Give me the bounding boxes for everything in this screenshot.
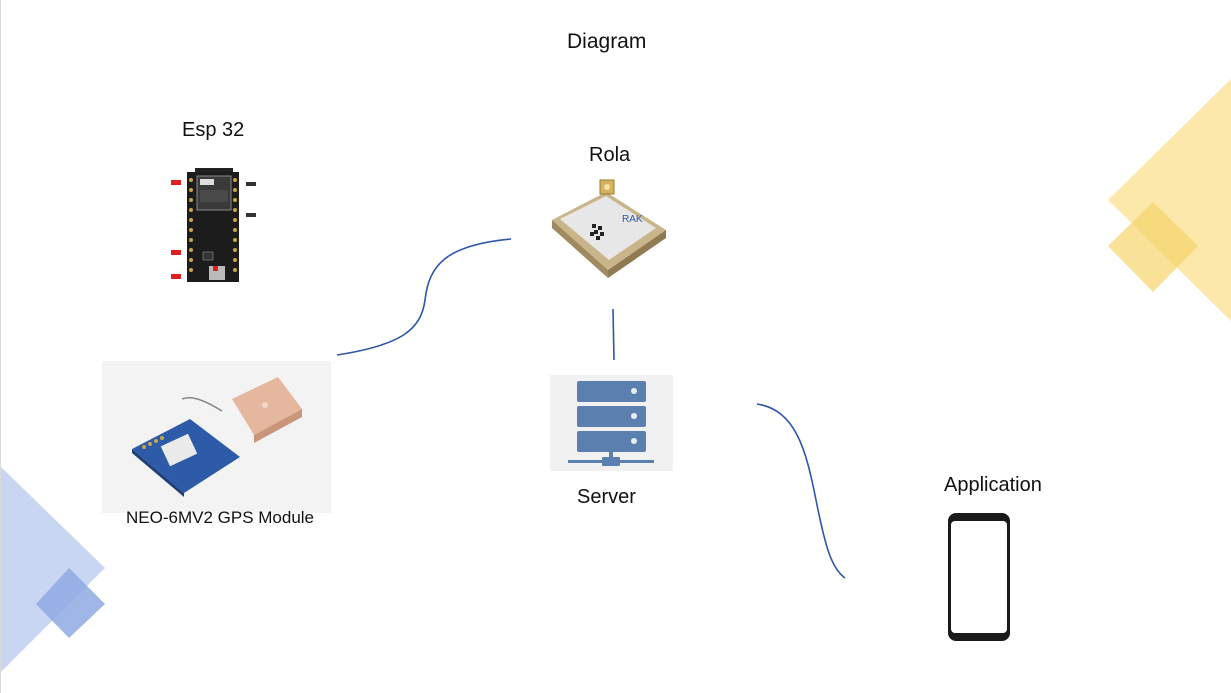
gps-label: NEO-6MV2 GPS Module [126, 508, 315, 527]
deco-blue-large [1, 467, 105, 672]
server-icon [550, 375, 673, 471]
connector-gps-rola [336, 238, 512, 356]
smartphone-icon [948, 513, 1010, 641]
application-label: Application [944, 474, 1042, 496]
esp32-board-icon [171, 168, 256, 282]
deco-yellow-small [1108, 202, 1198, 292]
gps-module-photo [102, 361, 331, 513]
rola-label: Rola [589, 144, 631, 166]
lora-module-icon: RAK [552, 179, 666, 278]
server-label: Server [577, 486, 636, 508]
esp32-label: Esp 32 [182, 119, 245, 141]
deco-blue-small [36, 568, 105, 638]
diagram-title: Diagram [567, 30, 647, 53]
connector-rola-server [612, 308, 615, 361]
connector-server-application [756, 403, 846, 579]
rak-brand-text: RAK [622, 214, 643, 225]
deco-yellow-large [1108, 78, 1231, 322]
